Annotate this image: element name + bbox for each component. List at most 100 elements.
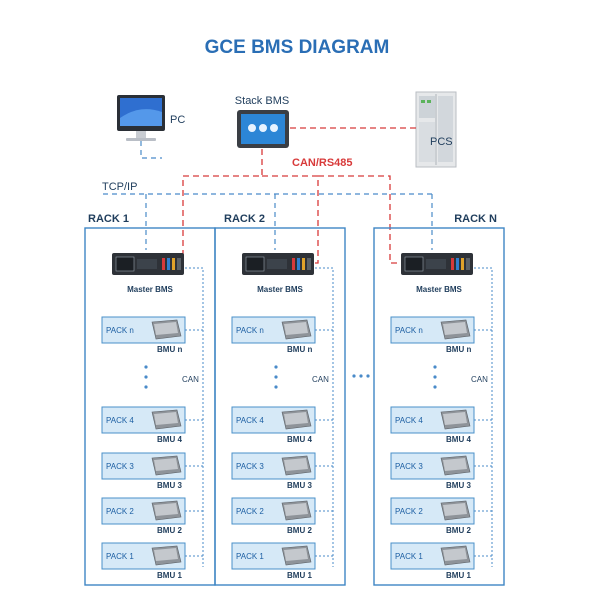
- more-packs-dot: [274, 375, 278, 379]
- pack-label: PACK 4: [395, 416, 423, 425]
- master-bms-device-icon: [401, 253, 473, 275]
- pack-5: PACK 1 BMU 1: [101, 542, 203, 580]
- bmu-label: BMU 2: [287, 526, 312, 535]
- bmu-module-icon: [440, 319, 471, 340]
- bmu-label: BMU 2: [446, 526, 471, 535]
- more-packs-dot: [144, 385, 148, 389]
- pack-label: PACK n: [236, 326, 264, 335]
- bmu-module-icon: [440, 500, 471, 521]
- pack-label: PACK n: [395, 326, 423, 335]
- pack-2: PACK 4 BMU 4: [101, 406, 203, 444]
- stack-bms-label: Stack BMS: [235, 95, 289, 107]
- bmu-label: BMU 3: [157, 481, 182, 490]
- more-packs-dot: [144, 375, 148, 379]
- master-bms-label: Master BMS: [416, 285, 462, 294]
- pack-4: PACK 2 BMU 2: [390, 497, 492, 535]
- can-label: CAN: [312, 375, 329, 384]
- pcs-cabinet-icon: [415, 91, 457, 168]
- pack-5: PACK 1 BMU 1: [390, 542, 492, 580]
- bmu-label: BMU 4: [157, 435, 182, 444]
- can-bus-rack1: [175, 149, 263, 264]
- rack-3: RACK N Master BMS CAN PACK n BMU n PACK 4 BMU …: [373, 213, 505, 586]
- more-packs-dot: [433, 385, 437, 389]
- racks: RACK 1 Master BMS CAN PACK n BMU n PACK 4 BMU …: [84, 213, 505, 586]
- master-bms-label: Master BMS: [127, 285, 173, 294]
- bmu-label: BMU 1: [446, 571, 471, 580]
- master-bms-device-icon: [112, 253, 184, 275]
- pack-2: PACK 4 BMU 4: [231, 406, 333, 444]
- bmu-module-icon: [151, 409, 182, 430]
- pack-label: PACK 4: [236, 416, 264, 425]
- bmu-module-icon: [151, 319, 182, 340]
- more-packs-dot: [274, 365, 278, 369]
- can-rs485-label: CAN/RS485: [292, 157, 353, 169]
- more-packs-dot: [274, 385, 278, 389]
- bmu-label: BMU 4: [287, 435, 312, 444]
- bmu-label: BMU 2: [157, 526, 182, 535]
- bmu-label: BMU 3: [446, 481, 471, 490]
- stack-bms-panel-icon: [237, 110, 289, 148]
- bmu-label: BMU n: [287, 345, 312, 354]
- pc-label: PC: [170, 114, 185, 126]
- more-packs-dot: [433, 375, 437, 379]
- pack-label: PACK 1: [395, 552, 423, 561]
- pc-tcp-link: [140, 141, 162, 159]
- can-bus-rackn: [318, 175, 405, 264]
- pack-label: PACK n: [106, 326, 134, 335]
- pack-label: PACK 3: [236, 462, 264, 471]
- diagram-title: GCE BMS DIAGRAM: [205, 37, 390, 58]
- rack-frame: [373, 227, 505, 586]
- bmu-label: BMU n: [157, 345, 182, 354]
- pack-2: PACK 4 BMU 4: [390, 406, 492, 444]
- bmu-module-icon: [151, 500, 182, 521]
- pack-label: PACK 2: [106, 507, 134, 516]
- can-link: [315, 267, 334, 567]
- more-packs-dot: [433, 365, 437, 369]
- bmu-module-icon: [281, 545, 312, 566]
- bmu-module-icon: [151, 545, 182, 566]
- bmu-module-icon: [281, 409, 312, 430]
- more-racks-ellipsis: [352, 374, 370, 378]
- bmu-module-icon: [440, 545, 471, 566]
- bmu-label: BMU 1: [287, 571, 312, 580]
- can-label: CAN: [471, 375, 488, 384]
- rack-name: RACK N: [454, 213, 497, 225]
- rack-name: RACK 1: [88, 213, 129, 225]
- rack-name: RACK 2: [224, 213, 265, 225]
- bmu-module-icon: [440, 409, 471, 430]
- bmu-label: BMU 3: [287, 481, 312, 490]
- pack-label: PACK 4: [106, 416, 134, 425]
- bmu-module-icon: [281, 500, 312, 521]
- pack-1: PACK n BMU n: [390, 316, 492, 354]
- rack-frame: [214, 227, 346, 586]
- bmu-label: BMU 1: [157, 571, 182, 580]
- master-bms-device-icon: [242, 253, 314, 275]
- bmu-label: BMU 4: [446, 435, 471, 444]
- pack-4: PACK 2 BMU 2: [101, 497, 203, 535]
- pack-label: PACK 3: [106, 462, 134, 471]
- bmu-module-icon: [281, 455, 312, 476]
- more-packs-dot: [144, 365, 148, 369]
- pack-label: PACK 3: [395, 462, 423, 471]
- bmu-module-icon: [151, 455, 182, 476]
- bmu-module-icon: [281, 319, 312, 340]
- rack-1: RACK 1 Master BMS CAN PACK n BMU n PACK 4 BMU …: [84, 213, 216, 586]
- pack-label: PACK 2: [236, 507, 264, 516]
- can-bus-rack2: [262, 175, 319, 264]
- bmu-module-icon: [440, 455, 471, 476]
- pack-box: [231, 452, 316, 480]
- pack-3: PACK 3 BMU 3: [231, 452, 333, 490]
- bmu-label: BMU n: [446, 345, 471, 354]
- pack-label: PACK 1: [106, 552, 134, 561]
- pack-label: PACK 2: [395, 507, 423, 516]
- pack-3: PACK 3 BMU 3: [390, 452, 492, 490]
- can-label: CAN: [182, 375, 199, 384]
- pack-1: PACK n BMU n: [101, 316, 203, 354]
- pack-1: PACK n BMU n: [231, 316, 333, 354]
- pack-4: PACK 2 BMU 2: [231, 497, 333, 535]
- tcp-ip-label: TCP/IP: [102, 181, 137, 193]
- rack-2: RACK 2 Master BMS CAN PACK n BMU n PACK 4 BMU …: [214, 213, 346, 586]
- master-bms-label: Master BMS: [257, 285, 303, 294]
- pcs-label: PCS: [430, 136, 453, 148]
